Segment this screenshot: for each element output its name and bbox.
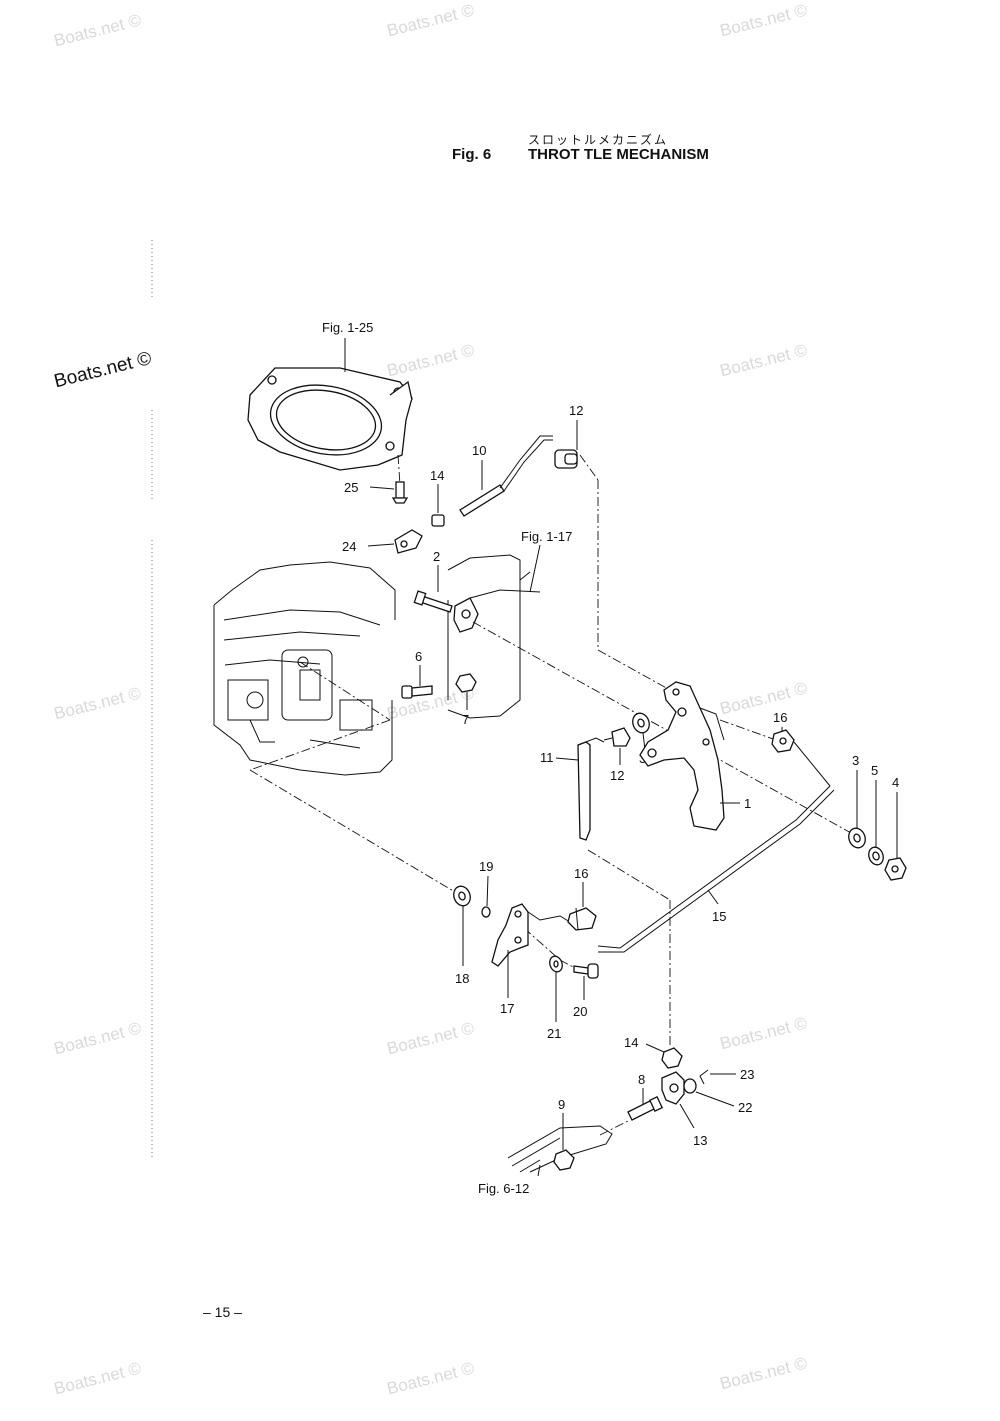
callout-7: 7: [462, 712, 469, 727]
callout-22: 22: [738, 1100, 752, 1115]
callout-20: 20: [573, 1004, 587, 1019]
callout-18: 18: [455, 971, 469, 986]
page-number: – 15 –: [203, 1304, 242, 1320]
callout-25: 25: [344, 480, 358, 495]
fig-label: Fig. 6: [452, 146, 492, 163]
part-17-lever: [491, 903, 571, 967]
callout-13: 13: [693, 1133, 707, 1148]
callout-19: 19: [479, 859, 493, 874]
callout-16b: 16: [574, 866, 588, 881]
callout-24: 24: [342, 539, 356, 554]
part-1-bracket: [639, 681, 725, 831]
leader-24: [367, 543, 395, 547]
part-8-stud: [627, 1096, 664, 1121]
part-14-nut-lower: [661, 1047, 683, 1069]
callout-14a: 14: [430, 468, 444, 483]
callout-3b: 3: [852, 753, 859, 768]
part-3-washer: [632, 712, 650, 734]
part-10-rod: [459, 435, 553, 517]
part-25-bolt: [391, 481, 409, 504]
part-22-washer: [683, 1078, 697, 1094]
callout-1: 1: [744, 796, 751, 811]
ref-fig-1-25: Fig. 1-25: [322, 320, 373, 335]
leader-22: [695, 1091, 735, 1107]
leader-13: [679, 1103, 695, 1129]
callout-12a: 12: [569, 403, 583, 418]
leader-11: [555, 757, 579, 761]
part-13-joint: [661, 1071, 685, 1105]
part-12-joint-lower: [603, 727, 631, 747]
center-line: [397, 454, 401, 486]
callout-5: 5: [871, 763, 878, 778]
callout-8: 8: [638, 1072, 645, 1087]
callout-17: 17: [500, 1001, 514, 1016]
callout-4: 4: [892, 775, 899, 790]
callout-2: 2: [433, 549, 440, 564]
assembly-center-lines: [249, 454, 861, 1136]
part-16-clip: [771, 729, 795, 753]
housing-panel: [447, 554, 531, 719]
callout-12b: 12: [610, 768, 624, 783]
part-6-screw: [401, 685, 433, 699]
callout-11: 11: [540, 750, 554, 765]
callout-16a: 16: [773, 710, 787, 725]
page-title: THROT TLE MECHANISM: [528, 146, 709, 163]
leader-fig6-12: [537, 1164, 541, 1177]
part-4-nut: [884, 857, 907, 881]
ref-fig-1-17: Fig. 1-17: [521, 529, 572, 544]
part-14-nut: [431, 514, 445, 527]
ref-fig-6-12: Fig. 6-12: [478, 1181, 529, 1196]
part-12-joint: [554, 449, 578, 469]
callout-6: 6: [415, 649, 422, 664]
leader-fig1-17: [529, 544, 541, 593]
callout-23: 23: [740, 1067, 754, 1082]
callout-21: 21: [547, 1026, 561, 1041]
part-11-rod: [577, 737, 605, 841]
part-9-nut: [553, 1149, 575, 1171]
callout-9: 9: [558, 1097, 565, 1112]
part-16-clip-lower: [567, 907, 597, 931]
callout-10: 10: [472, 443, 486, 458]
leader-25: [369, 486, 395, 490]
callout-15: 15: [712, 909, 726, 924]
part-2-bolt: [413, 590, 453, 613]
leader-19: [486, 875, 489, 907]
japanese-title: スロットルメカニズム: [528, 133, 669, 147]
leader-14b: [645, 1043, 665, 1053]
leader-15: [707, 889, 719, 905]
engine-block: [213, 561, 396, 776]
part-5-washer: [868, 846, 884, 866]
part-19-washer: [481, 906, 491, 918]
part-20-screw: [573, 963, 599, 979]
part-18-washer: [453, 885, 471, 907]
part-24-socket: [394, 529, 423, 554]
part-21-washer: [549, 955, 563, 973]
flange-plate: [247, 367, 413, 471]
part-7-nut: [455, 673, 477, 693]
part-23-clip: [699, 1069, 709, 1085]
callout-14b: 14: [624, 1035, 638, 1050]
part-3-washer-right: [848, 827, 866, 849]
part-15-rod: [597, 741, 835, 953]
link-arm: [453, 589, 541, 633]
